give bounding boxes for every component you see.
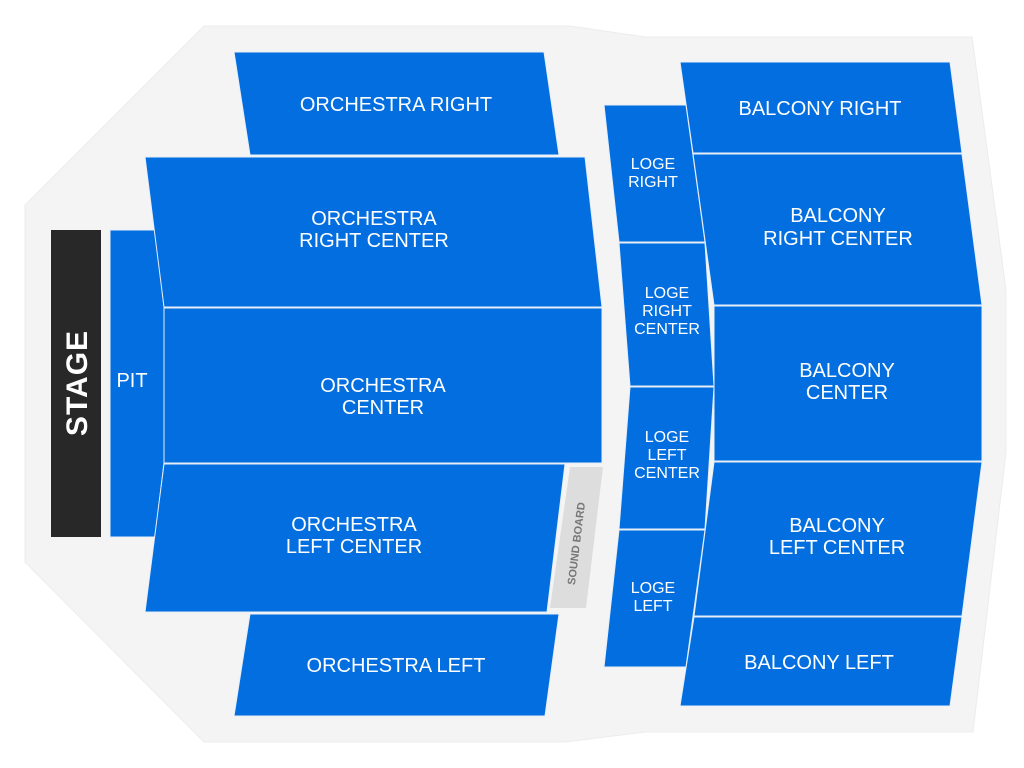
section-balcony-left-center[interactable]: BALCONY LEFT CENTER [693,461,983,617]
section-orchestra-right[interactable]: ORCHESTRA RIGHT [233,51,560,156]
section-loge-right-center[interactable]: LOGE RIGHT CENTER [618,242,715,387]
section-balcony-left[interactable]: BALCONY LEFT [679,616,963,707]
section-orchestra-left-center[interactable]: ORCHESTRA LEFT CENTER [144,463,566,613]
section-balcony-right[interactable]: BALCONY RIGHT [679,61,963,154]
section-balcony-center[interactable]: BALCONY CENTER [713,305,983,462]
section-orchestra-center[interactable]: ORCHESTRA CENTER [163,307,603,464]
section-pit[interactable]: PIT [109,229,165,538]
stage-label: STAGE [61,330,94,436]
sound-board: SOUND BOARD [550,467,603,608]
section-orchestra-right-center[interactable]: ORCHESTRA RIGHT CENTER [144,156,603,308]
stage: STAGE [51,230,101,537]
section-balcony-right-center[interactable]: BALCONY RIGHT CENTER [692,153,983,306]
section-orchestra-left[interactable]: ORCHESTRA LEFT [233,613,560,717]
section-loge-left-center[interactable]: LOGE LEFT CENTER [618,386,715,530]
